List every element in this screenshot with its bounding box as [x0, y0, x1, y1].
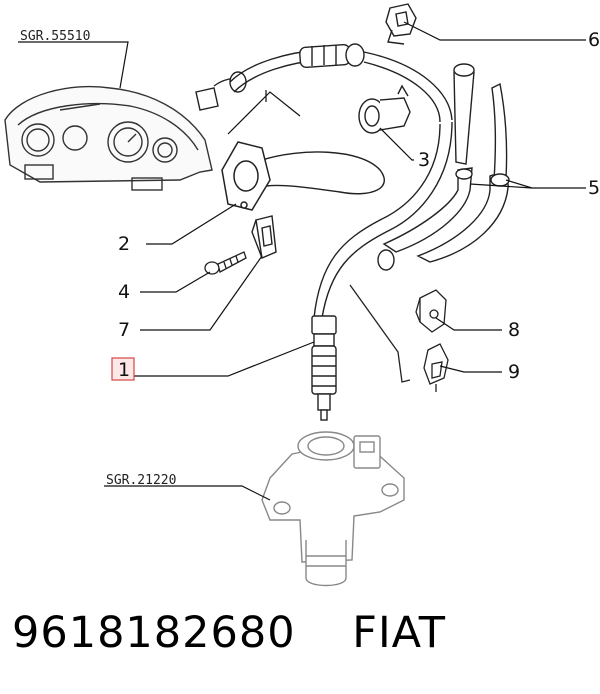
- instrument-cluster: [4, 85, 213, 191]
- callout-1[interactable]: 1: [118, 359, 130, 381]
- cable-bracket-line: [349, 284, 411, 383]
- cable-hose: [252, 151, 385, 195]
- flange-plate: [221, 141, 271, 211]
- footer-caption: 9618182680 FIAT: [12, 608, 446, 658]
- bracket-part-7: [251, 215, 277, 259]
- callout-3[interactable]: 3: [418, 149, 430, 171]
- cable-end-fitting: [311, 315, 337, 421]
- callout-6[interactable]: 6: [588, 29, 600, 51]
- clip-part-8: [415, 289, 447, 333]
- hose-pair: [377, 63, 510, 271]
- highlight-box: [111, 357, 135, 381]
- callout-7[interactable]: 7: [118, 319, 130, 341]
- clip-part-9: [423, 343, 449, 392]
- reference-bottom: SGR.21220: [106, 473, 176, 488]
- clip-part-6: [385, 3, 417, 45]
- main-cable: [313, 121, 453, 319]
- callout-4[interactable]: 4: [118, 281, 130, 303]
- reference-top: SGR.55510: [20, 29, 90, 44]
- brand-name: FIAT: [352, 608, 447, 658]
- grommet-part: [358, 84, 411, 134]
- callout-5[interactable]: 5: [588, 177, 600, 199]
- screw-part-4: [204, 251, 247, 275]
- part-number: 9618182680: [12, 608, 296, 658]
- callout-2[interactable]: 2: [118, 233, 130, 255]
- leader-lines: [18, 21, 586, 501]
- callout-9[interactable]: 9: [508, 361, 520, 383]
- callout-8[interactable]: 8: [508, 319, 520, 341]
- sender-housing: [261, 431, 405, 587]
- speedometer-cable: [195, 43, 453, 123]
